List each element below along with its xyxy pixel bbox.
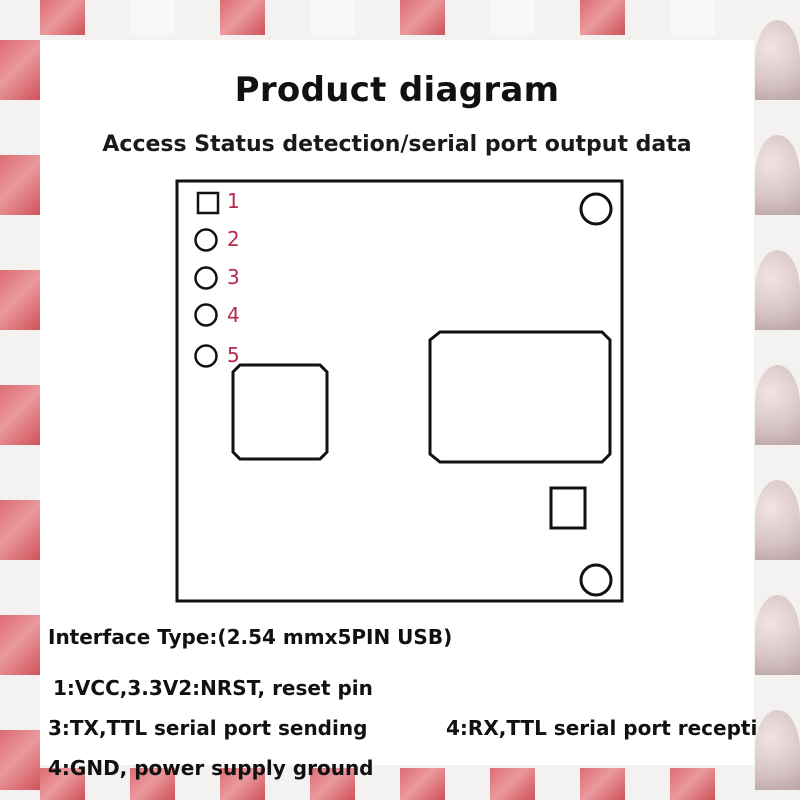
pin-label-5: 5 xyxy=(227,343,240,367)
decorative-dome-right xyxy=(755,20,800,100)
decorative-strip-left xyxy=(0,730,40,790)
pin-label-1: 1 xyxy=(227,189,240,213)
pin-4-description: 4:RX,TTL serial port recepti xyxy=(446,716,758,740)
decorative-tile-bottom xyxy=(310,768,355,800)
decorative-tile-bottom xyxy=(580,768,625,800)
pin-2-round-pad xyxy=(194,228,218,252)
decorative-tile-top xyxy=(220,0,265,35)
decorative-tile-top xyxy=(130,0,175,35)
decorative-tile-top xyxy=(400,0,445,35)
pin-label-3: 3 xyxy=(227,265,240,289)
page-title: Product diagram xyxy=(234,70,560,110)
decorative-tile-bottom xyxy=(490,768,535,800)
board-outline xyxy=(175,179,624,603)
pin-label-2: 2 xyxy=(227,227,240,251)
decorative-strip-left xyxy=(0,385,40,445)
decorative-tile-bottom xyxy=(220,768,265,800)
decorative-strip-left xyxy=(0,270,40,330)
decorative-strip-left xyxy=(0,500,40,560)
mounting-hole-top-right xyxy=(579,192,613,226)
pin-label-4: 4 xyxy=(227,303,240,327)
decorative-tile-bottom xyxy=(670,768,715,800)
decorative-tile-top xyxy=(40,0,85,35)
small-chip xyxy=(231,363,329,461)
decorative-tile-top xyxy=(310,0,355,35)
decorative-strip-left xyxy=(0,40,40,100)
decorative-tile-bottom xyxy=(40,768,85,800)
decorative-dome-right xyxy=(755,135,800,215)
interface-type-text: Interface Type:(2.54 mmx5PIN USB) xyxy=(48,625,453,649)
pin-4-round-pad xyxy=(194,303,218,327)
page-subtitle: Access Status detection/serial port outp… xyxy=(102,132,692,157)
decorative-dome-right xyxy=(755,365,800,445)
decorative-strip-left xyxy=(0,155,40,215)
decorative-dome-right xyxy=(755,595,800,675)
small-component xyxy=(549,486,587,530)
pin-3-round-pad xyxy=(194,266,218,290)
decorative-tile-top xyxy=(490,0,535,35)
decorative-tile-top xyxy=(580,0,625,35)
large-chip xyxy=(428,330,612,464)
decorative-dome-right xyxy=(755,250,800,330)
module-board-diagram: 1 2 3 4 5 xyxy=(175,179,624,603)
decorative-strip-left xyxy=(0,615,40,675)
decorative-dome-right xyxy=(755,480,800,560)
mounting-hole-bottom-right xyxy=(579,563,613,597)
pin-5-description: 4:GND, power supply ground xyxy=(48,756,374,780)
decorative-tile-bottom xyxy=(400,768,445,800)
product-diagram-panel: Product diagram Access Status detection/… xyxy=(40,40,758,780)
pin-1-square-pad xyxy=(196,191,220,215)
decorative-dome-right xyxy=(755,710,800,790)
decorative-tile-top xyxy=(670,0,715,35)
decorative-tile-bottom xyxy=(130,768,175,800)
pin-3-description: 3:TX,TTL serial port sending xyxy=(48,716,368,740)
pin-1-2-description: 1:VCC,3.3V2:NRST, reset pin xyxy=(53,676,373,700)
pin-5-round-pad xyxy=(194,344,218,368)
